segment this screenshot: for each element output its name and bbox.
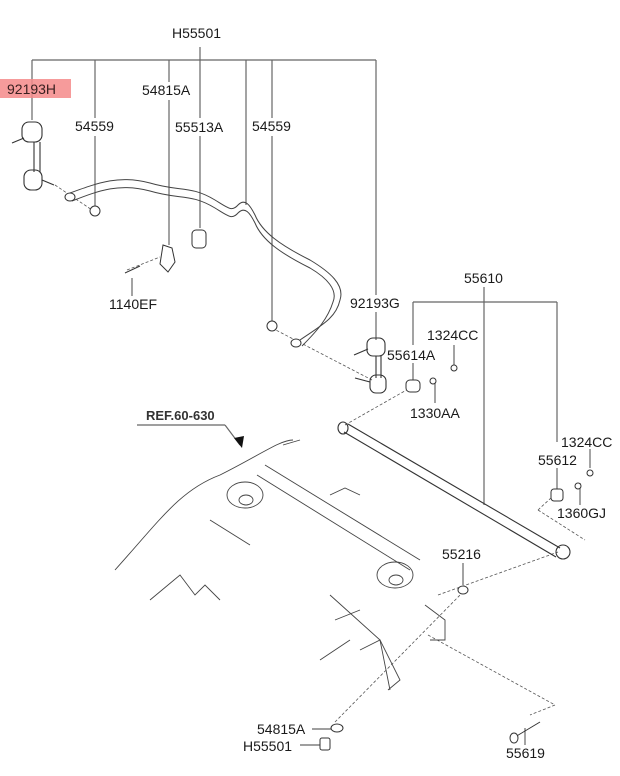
label-92193g[interactable]: 92193G [349,295,401,311]
lateral-rod [337,421,571,560]
label-54815a-bottom[interactable]: 54815A [257,721,306,737]
label-55216[interactable]: 55216 [442,546,481,562]
highlight-92193h [0,79,71,98]
label-55612[interactable]: 55612 [537,452,578,468]
label-55513a[interactable]: 55513A [174,119,225,135]
stabilizer-bar [69,179,342,347]
label-92193h[interactable]: 92193H [7,81,57,97]
label-1140ef[interactable]: 1140EF [109,296,157,312]
label-1324cc-right[interactable]: 1324CC [561,434,613,450]
label-55619[interactable]: 55619 [506,745,545,761]
label-54559-left[interactable]: 54559 [74,118,115,134]
small-parts [64,192,594,751]
subframe [114,439,446,691]
ref-arrow-icon [234,436,244,448]
label-54815a-top[interactable]: 54815A [141,82,192,98]
label-54559-right[interactable]: 54559 [251,118,292,134]
leader-lines [31,47,591,746]
label-1360gj[interactable]: 1360GJ [557,505,607,521]
stabilizer-link-right [353,337,387,394]
label-1324cc-top[interactable]: 1324CC [427,327,479,343]
label-55610[interactable]: 55610 [464,270,503,286]
label-h55501-bottom[interactable]: H55501 [243,738,293,754]
label-1330aa[interactable]: 1330AA [410,405,460,421]
assembly-lines [54,184,586,723]
label-h55501-top[interactable]: H55501 [172,25,222,41]
stabilizer-link-left [11,121,55,191]
label-55614a[interactable]: 55614A [386,347,437,363]
reference-label[interactable]: REF.60-630 [146,408,215,423]
